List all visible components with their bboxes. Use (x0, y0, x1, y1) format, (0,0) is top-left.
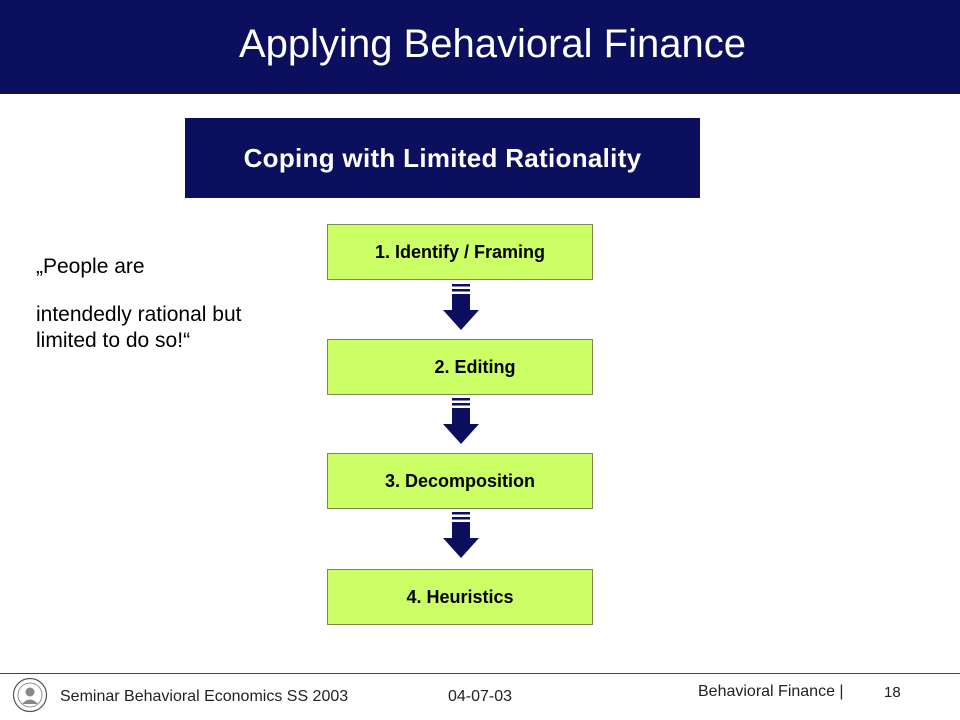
university-seal-icon (12, 677, 48, 713)
footer-course: Seminar Behavioral Economics SS 2003 (60, 688, 349, 705)
step-identify-framing: 1. Identify / Framing (327, 224, 593, 280)
down-arrow-icon (443, 398, 479, 444)
down-arrow-icon (443, 512, 479, 558)
step-editing: 2. Editing (327, 339, 593, 395)
page-number: 18 (884, 684, 901, 701)
step-label: 3. Decomposition (384, 470, 536, 491)
subtitle-text: Coping with Limited Rationality (243, 142, 642, 173)
quote-text: „People are intendedly rational but limi… (36, 254, 306, 354)
footer-divider (0, 673, 960, 674)
header-bar (0, 0, 960, 94)
slide-title: Applying Behavioral Finance (239, 22, 746, 66)
subtitle-box: Coping with Limited Rationality (185, 118, 700, 198)
footer-section: Behavioral Finance | (698, 683, 844, 700)
step-label: 4. Heuristics (406, 586, 514, 607)
step-decomposition: 3. Decomposition (327, 453, 593, 509)
step-heuristics: 4. Heuristics (327, 569, 593, 625)
step-label: 1. Identify / Framing (374, 241, 546, 262)
quote-line-2: intendedly rational but limited to do so… (36, 303, 242, 352)
step-label: 2. Editing (434, 356, 516, 377)
quote-line-1: „People are (36, 255, 145, 278)
footer-date: 04-07-03 (448, 688, 513, 705)
down-arrow-icon (443, 284, 479, 330)
